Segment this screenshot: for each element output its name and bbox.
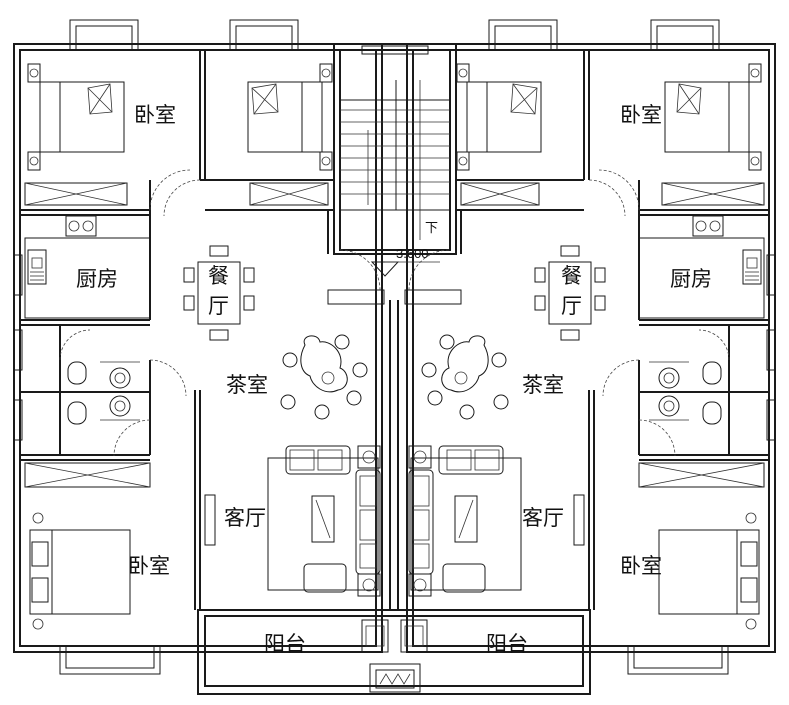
bathroom-fixtures xyxy=(649,361,722,425)
label-living-room-left: 客厅 xyxy=(224,507,266,530)
label-stair-down: 下 xyxy=(425,220,438,235)
tea-table xyxy=(280,334,368,420)
outer-walls xyxy=(13,43,776,695)
bed xyxy=(247,63,333,171)
living-room-set xyxy=(267,445,381,597)
label-kitchen-left: 厨房 xyxy=(76,268,118,291)
bathroom-fixtures xyxy=(67,361,140,425)
bed xyxy=(27,63,125,171)
wardrobe xyxy=(661,182,765,206)
bed xyxy=(456,63,542,171)
wardrobe xyxy=(24,182,128,206)
wardrobe xyxy=(24,462,151,488)
door-swings xyxy=(59,169,730,457)
label-bedroom-bottom-right: 卧室 xyxy=(620,555,662,578)
right-unit-furniture xyxy=(400,63,765,653)
label-dining-left-1: 餐 xyxy=(208,265,229,288)
dining-table xyxy=(534,245,606,341)
kitchen-counter xyxy=(24,215,151,319)
room-labels: 卧室 卧室 厨房 厨房 餐 厅 餐 厅 茶室 茶室 客厅 客厅 卧室 卧室 阳台… xyxy=(76,104,712,656)
living-room-set xyxy=(408,445,522,597)
staircase xyxy=(339,80,451,277)
label-tea-room-left: 茶室 xyxy=(226,374,268,397)
kitchen-counter xyxy=(638,215,765,319)
side-windows xyxy=(13,254,776,546)
label-balcony-left: 阳台 xyxy=(264,633,306,656)
bed xyxy=(658,512,760,630)
label-bedroom-bottom-left: 卧室 xyxy=(128,555,170,578)
label-elevation: 3.600 xyxy=(396,246,429,261)
dining-table xyxy=(183,245,255,341)
label-living-room-right: 客厅 xyxy=(522,507,564,530)
bed xyxy=(664,63,762,171)
label-dining-right-1: 餐 xyxy=(561,265,582,288)
interior-walls-right xyxy=(404,50,769,610)
interior-walls-left xyxy=(20,50,385,610)
label-balcony-right: 阳台 xyxy=(486,633,528,656)
bed xyxy=(29,512,131,630)
wardrobe xyxy=(460,182,540,206)
label-dining-right-2: 厅 xyxy=(561,295,582,318)
label-tea-room-right: 茶室 xyxy=(522,374,564,397)
label-dining-left-2: 厅 xyxy=(208,295,229,318)
label-bedroom-top-left: 卧室 xyxy=(134,104,176,127)
wardrobe xyxy=(249,182,329,206)
label-bedroom-top-right: 卧室 xyxy=(620,104,662,127)
wardrobe xyxy=(638,462,765,488)
top-window-bays xyxy=(69,19,720,55)
tea-table xyxy=(421,334,509,420)
left-unit-furniture xyxy=(24,63,389,653)
label-kitchen-right: 厨房 xyxy=(670,268,712,291)
bottom-window-bays xyxy=(59,645,729,693)
